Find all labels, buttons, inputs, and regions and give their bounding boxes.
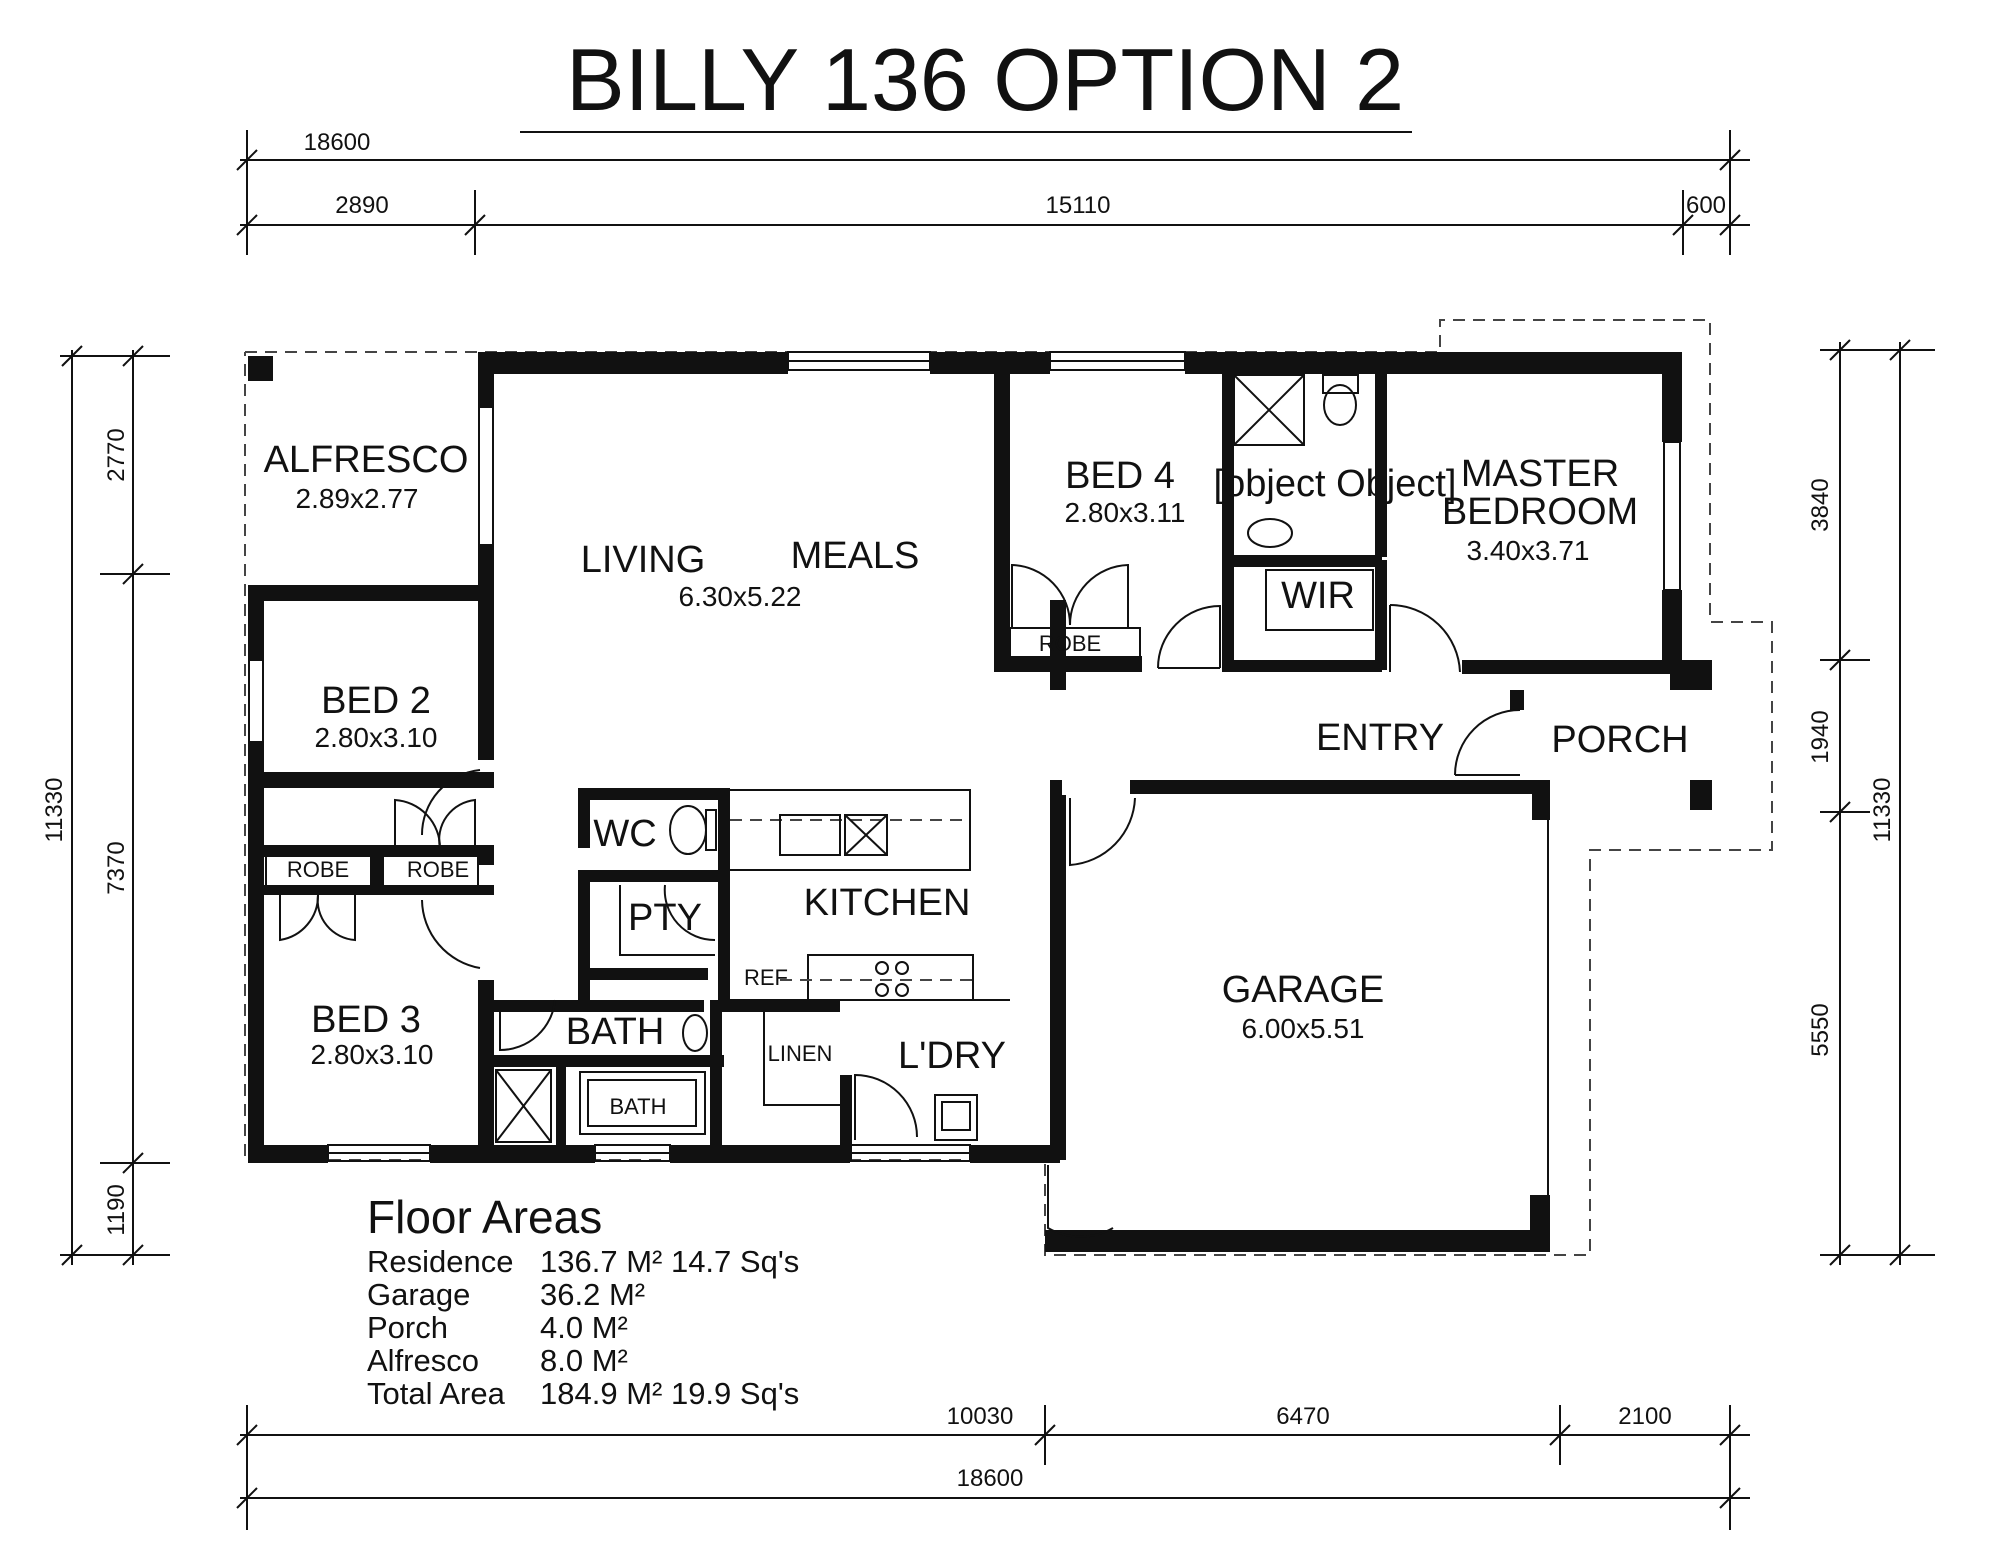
pty-name: PTY (628, 897, 702, 939)
bath-tub-label: BATH (609, 1094, 666, 1119)
area-row-label: Garage (367, 1277, 470, 1312)
area-row-value: 8.0 M² (540, 1343, 628, 1378)
garage-size: 6.00x5.51 (1242, 1013, 1365, 1044)
eave-outline (244, 319, 1773, 1256)
master-name-line2: BEDROOM (1442, 491, 1638, 533)
dim-top-overall: 18600 (304, 129, 371, 156)
wc-name: WC (593, 813, 656, 855)
bed3-name: BED 3 (311, 999, 421, 1041)
dim-right-top: 3840 (1807, 478, 1834, 531)
dim-right-overall: 11330 (1869, 778, 1896, 843)
bed3-size: 2.80x3.10 (311, 1039, 434, 1070)
top-dimensions: 18600 2890 15110 600 (236, 129, 1750, 255)
dim-bottom-right: 2100 (1618, 1403, 1671, 1430)
alfresco-size: 2.89x2.77 (296, 483, 419, 514)
master-name-line1: MASTER (1461, 453, 1619, 495)
area-row-label: Porch (367, 1310, 448, 1345)
dim-bottom-left: 10030 (947, 1403, 1014, 1430)
floor-areas: Floor Areas Residence 136.7 M² 14.7 Sq's… (367, 1191, 799, 1411)
dim-top-right: 600 (1686, 192, 1726, 219)
area-row-value: 36.2 M² (540, 1277, 645, 1312)
bed3-robe-label: ROBE (287, 857, 349, 882)
dim-bottom-garage: 6470 (1276, 1403, 1329, 1430)
room-labels: ALFRESCO 2.89x2.77 LIVING 6.30x5.22 MEAL… (264, 439, 1689, 1119)
linen-label: LINEN (768, 1041, 833, 1066)
porch-name: PORCH (1551, 719, 1688, 761)
floor-areas-heading: Floor Areas (367, 1191, 602, 1243)
living-name: LIVING (581, 539, 706, 581)
bed2-size: 2.80x3.10 (315, 722, 438, 753)
area-row-label: Total Area (367, 1376, 506, 1411)
bottom-dimensions: 10030 6470 2100 18600 (236, 1403, 1750, 1530)
meals-name: MEALS (791, 535, 920, 577)
dim-left-middle: 7370 (103, 841, 130, 894)
bed2-robe-label: ROBE (407, 857, 469, 882)
wir-name: WIR (1281, 575, 1355, 617)
dim-bottom-overall: 18600 (957, 1465, 1024, 1492)
left-dimensions: 2770 7370 1190 11330 (41, 345, 170, 1266)
plan-title: BILLY 136 OPTION 2 (566, 30, 1404, 129)
ref-label: REF (744, 965, 788, 990)
area-row-value: 136.7 M² 14.7 Sq's (540, 1244, 799, 1279)
entry-name: ENTRY (1316, 717, 1444, 759)
windows (248, 351, 1681, 1162)
dim-left-overall: 11330 (41, 778, 68, 843)
fixtures (279, 374, 1521, 1238)
ldry-name: L'DRY (898, 1035, 1006, 1077)
alfresco-name: ALFRESCO (264, 439, 469, 481)
area-row-value: 4.0 M² (540, 1310, 628, 1345)
dim-left-bottom: 1190 (103, 1184, 130, 1236)
dim-left-top: 2770 (103, 428, 130, 481)
bed4-name: BED 4 (1065, 455, 1175, 497)
living-size: 6.30x5.22 (679, 581, 802, 612)
bath-name: BATH (566, 1011, 665, 1053)
walls (248, 352, 1712, 1252)
dim-right-middle: 1940 (1807, 710, 1834, 763)
dim-top-main: 15110 (1046, 192, 1111, 219)
bed2-name: BED 2 (321, 680, 431, 722)
garage-name: GARAGE (1222, 969, 1385, 1011)
kitchen-name: KITCHEN (804, 882, 971, 924)
area-row-label: Alfresco (367, 1343, 479, 1378)
dim-right-bottom: 5550 (1807, 1003, 1834, 1056)
right-dimensions: 3840 1940 5550 11330 (1807, 339, 1935, 1266)
dim-top-alfresco: 2890 (335, 192, 388, 219)
ens-name: [object Object] (1214, 463, 1457, 505)
bed4-robe-label: ROBE (1039, 631, 1101, 656)
master-size: 3.40x3.71 (1467, 535, 1590, 566)
area-row-value: 184.9 M² 19.9 Sq's (540, 1376, 799, 1411)
area-row-label: Residence (367, 1244, 513, 1279)
bed4-size: 2.80x3.11 (1065, 497, 1186, 528)
